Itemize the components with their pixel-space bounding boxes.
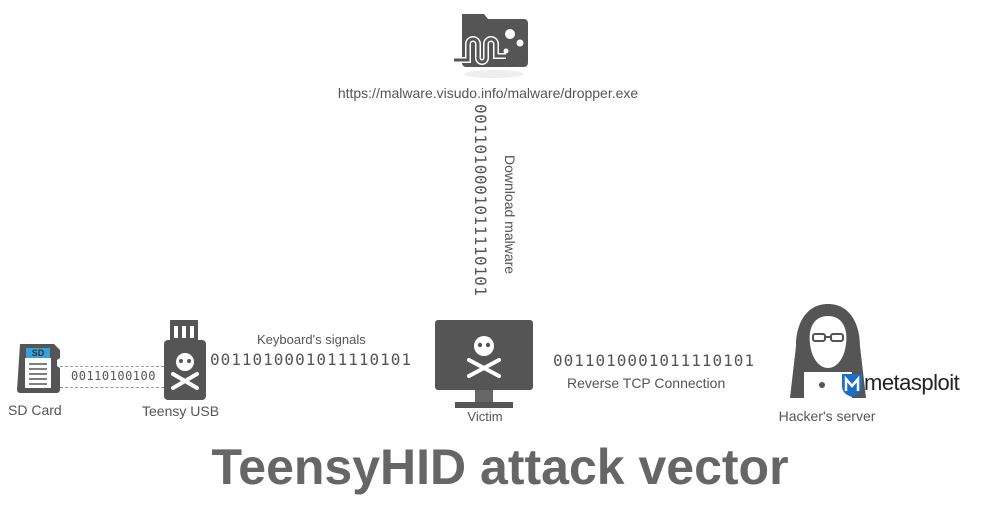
download-binary: 0011010001011110101 xyxy=(471,104,490,297)
sd-data-channel xyxy=(60,366,164,388)
reverse-tcp-label: Reverse TCP Connection xyxy=(567,375,726,391)
teensy-usb-label: Teensy USB xyxy=(142,403,220,419)
malware-url: https://malware.visudo.info/malware/drop… xyxy=(337,85,639,101)
victim-monitor-icon xyxy=(435,320,533,408)
keyboard-binary: 0011010001011110101 xyxy=(210,350,413,369)
sd-card-label: SD Card xyxy=(8,402,62,418)
victim-label: Victim xyxy=(467,409,503,424)
reverse-binary: 0011010001011110101 xyxy=(553,351,756,370)
sd-binary: 00110100100 xyxy=(71,369,156,383)
keyboard-signals-label: Keyboard's signals xyxy=(257,332,366,347)
download-label: Download malware xyxy=(502,155,518,275)
sd-icon-text: SD xyxy=(31,348,45,358)
hacker-server-label: Hacker's server xyxy=(778,408,876,424)
diagram-title: TeensyHID attack vector xyxy=(211,439,789,495)
sd-card-icon xyxy=(17,344,60,393)
teensy-usb-icon xyxy=(164,320,206,400)
metasploit-logo-icon xyxy=(842,374,862,397)
metasploit-logo-text: metasploit xyxy=(864,370,960,395)
malware-folder-icon xyxy=(454,14,528,78)
